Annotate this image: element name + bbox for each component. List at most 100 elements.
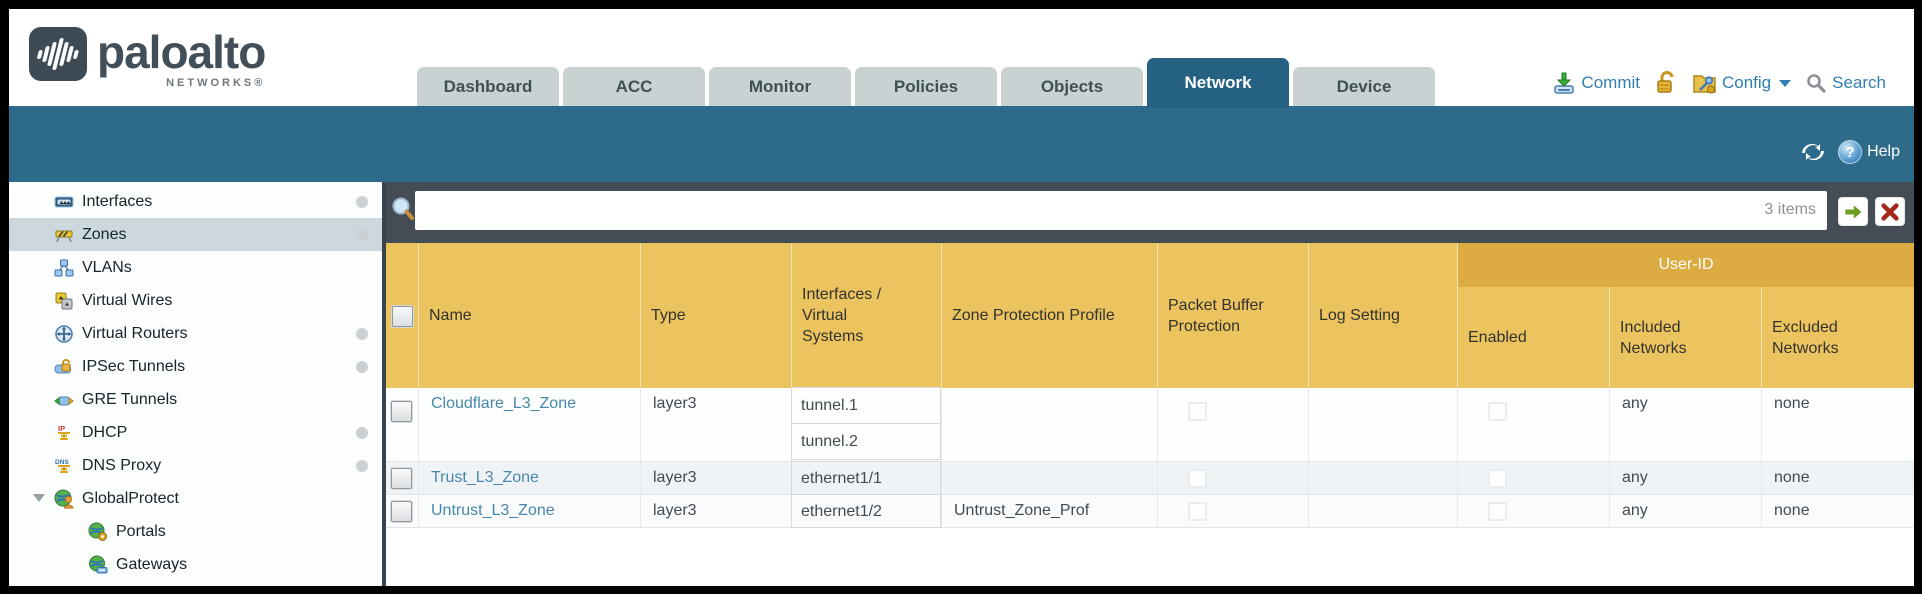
sidebar-item-portals[interactable]: Portals xyxy=(9,515,382,548)
sidebar-item-gateways[interactable]: Gateways xyxy=(9,548,382,581)
collapse-triangle-icon[interactable] xyxy=(33,494,45,502)
sidebar-item-dhcp[interactable]: IP DHCP xyxy=(9,416,382,449)
interfaces-icon xyxy=(54,196,74,207)
nav-dot xyxy=(356,328,368,340)
items-count: 3 items xyxy=(1764,201,1816,218)
sidebar-item-virtual-routers[interactable]: Virtual Routers xyxy=(9,317,382,350)
sidebar-item-ipsec-tunnels[interactable]: IPSec Tunnels xyxy=(9,350,382,383)
column-header-zone-protection-profile[interactable]: Zone Protection Profile xyxy=(942,243,1158,388)
column-header-log-setting[interactable]: Log Setting xyxy=(1309,243,1458,388)
enabled-checkbox[interactable] xyxy=(1488,402,1507,421)
zone-protection-profile-cell xyxy=(942,462,1158,494)
sidebar-item-vlans[interactable]: VLANs xyxy=(9,251,382,284)
column-header-packet-buffer-protection[interactable]: Packet Buffer Protection xyxy=(1158,243,1309,388)
sidebar-item-interfaces[interactable]: Interfaces xyxy=(9,185,382,218)
tab-monitor[interactable]: Monitor xyxy=(709,67,851,106)
enabled-checkbox[interactable] xyxy=(1488,468,1507,488)
content-area: Interfaces Zones VLANs Virtual Wires Vir… xyxy=(9,182,1914,586)
top-header: paloalto NETWORKS® Dashboard ACC Monitor… xyxy=(9,9,1914,108)
network-nav-sidebar: Interfaces Zones VLANs Virtual Wires Vir… xyxy=(9,182,382,586)
zone-type-cell: layer3 xyxy=(641,462,792,494)
global-search[interactable]: Search xyxy=(1806,73,1886,94)
sidebar-item-gre-tunnels[interactable]: GRE Tunnels xyxy=(9,383,382,416)
search-icon xyxy=(1807,73,1826,93)
sidebar-item-label: DNS Proxy xyxy=(82,456,162,474)
user-id-column-group: User-ID Enabled Included Networks Exclud… xyxy=(1458,243,1914,388)
tab-objects[interactable]: Objects xyxy=(1001,67,1143,106)
row-checkbox[interactable] xyxy=(391,500,412,522)
logo-brand-text: paloalto xyxy=(97,26,266,78)
nav-dot xyxy=(356,361,368,373)
sidebar-item-label: Zones xyxy=(82,225,127,243)
filter-search-icon xyxy=(392,197,414,220)
sidebar-item-label: Virtual Routers xyxy=(82,324,188,342)
sidebar-item-dns-proxy[interactable]: DNS DNS Proxy xyxy=(9,449,382,482)
zone-interfaces-cell: ethernet1/1 xyxy=(791,461,942,495)
sidebar-item-label: VLANs xyxy=(82,258,132,276)
table-row: Untrust_L3_Zone layer3 ethernet1/2 Untru… xyxy=(386,494,1914,528)
refresh-icon[interactable] xyxy=(1800,140,1826,164)
filter-input[interactable] xyxy=(415,191,1827,230)
dns-proxy-icon: DNS xyxy=(55,459,70,473)
packet-buffer-protection-cell xyxy=(1158,495,1309,527)
interface-entry: tunnel.2 xyxy=(791,423,941,460)
tab-network[interactable]: Network xyxy=(1147,58,1289,108)
red-x-icon xyxy=(1881,202,1899,221)
zone-name-link[interactable]: Untrust_L3_Zone xyxy=(431,502,555,519)
excluded-networks-cell: none xyxy=(1774,502,1810,519)
row-checkbox[interactable] xyxy=(391,467,412,489)
column-header-included-networks[interactable]: Included Networks xyxy=(1610,287,1762,388)
help-label: Help xyxy=(1867,143,1900,160)
table-row: Cloudflare_L3_Zone layer3 tunnel.1 tunne… xyxy=(386,387,1914,462)
column-header-excluded-networks[interactable]: Excluded Networks xyxy=(1772,318,1839,357)
paloalto-logo-icon xyxy=(29,27,87,81)
virtual-wires-icon xyxy=(55,292,73,309)
packet-buffer-checkbox[interactable] xyxy=(1188,501,1207,521)
config-folder-icon xyxy=(1693,75,1716,94)
sidebar-item-globalprotect[interactable]: GlobalProtect xyxy=(9,482,382,515)
tab-device[interactable]: Device xyxy=(1293,67,1435,106)
packet-buffer-protection-cell xyxy=(1158,462,1309,494)
zone-name-link[interactable]: Trust_L3_Zone xyxy=(431,469,539,486)
column-header-type[interactable]: Type xyxy=(641,243,792,388)
teal-band: ? Help xyxy=(9,106,1914,182)
zones-icon xyxy=(55,230,73,242)
sidebar-item-virtual-wires[interactable]: Virtual Wires xyxy=(9,284,382,317)
tab-policies[interactable]: Policies xyxy=(855,67,997,106)
sidebar-item-label: DHCP xyxy=(82,423,128,441)
zone-type-cell: layer3 xyxy=(641,495,792,527)
apply-filter-button[interactable] xyxy=(1838,197,1868,226)
tab-dashboard[interactable]: Dashboard xyxy=(417,67,559,106)
packet-buffer-checkbox[interactable] xyxy=(1188,468,1207,488)
table-row: Trust_L3_Zone layer3 ethernet1/1 any non… xyxy=(386,461,1914,495)
row-checkbox[interactable] xyxy=(391,401,412,422)
column-header-name[interactable]: Name xyxy=(419,243,641,388)
nav-dot xyxy=(356,427,368,439)
virtual-routers-icon xyxy=(55,324,73,343)
zone-name-link[interactable]: Cloudflare_L3_Zone xyxy=(431,395,576,412)
commit-button[interactable]: Commit xyxy=(1552,71,1640,95)
config-menu[interactable]: Config xyxy=(1692,71,1792,95)
user-id-group-header: User-ID xyxy=(1458,243,1914,287)
clear-filter-button[interactable] xyxy=(1875,197,1905,226)
packet-buffer-checkbox[interactable] xyxy=(1188,402,1207,421)
tab-acc[interactable]: ACC xyxy=(563,67,705,106)
sidebar-item-zones[interactable]: Zones xyxy=(9,218,382,251)
interface-entry: tunnel.1 xyxy=(791,387,941,424)
config-label: Config xyxy=(1721,73,1772,92)
included-networks-cell: any xyxy=(1610,462,1762,494)
select-all-checkbox[interactable] xyxy=(391,306,413,327)
column-header-interfaces[interactable]: Interfaces / Virtual Systems xyxy=(792,243,942,388)
user-id-enabled-cell xyxy=(1458,462,1610,494)
zone-interfaces-cell: ethernet1/2 xyxy=(791,494,942,528)
table-header: Name Type Interfaces / Virtual Systems Z… xyxy=(386,243,1914,388)
enabled-checkbox[interactable] xyxy=(1488,501,1507,521)
help-button[interactable]: ? Help xyxy=(1838,140,1900,164)
unlocked-padlock-icon[interactable] xyxy=(1655,71,1677,95)
column-header-enabled[interactable]: Enabled xyxy=(1458,287,1610,388)
zones-main-panel: 3 items Name Type Interfaces / Virtual S… xyxy=(386,182,1914,586)
main-nav-tabs: Dashboard ACC Monitor Policies Objects N… xyxy=(417,58,1435,108)
row-checkbox-cell xyxy=(386,388,419,461)
included-networks-cell: any xyxy=(1610,388,1762,461)
globalprotect-icon xyxy=(54,489,74,508)
